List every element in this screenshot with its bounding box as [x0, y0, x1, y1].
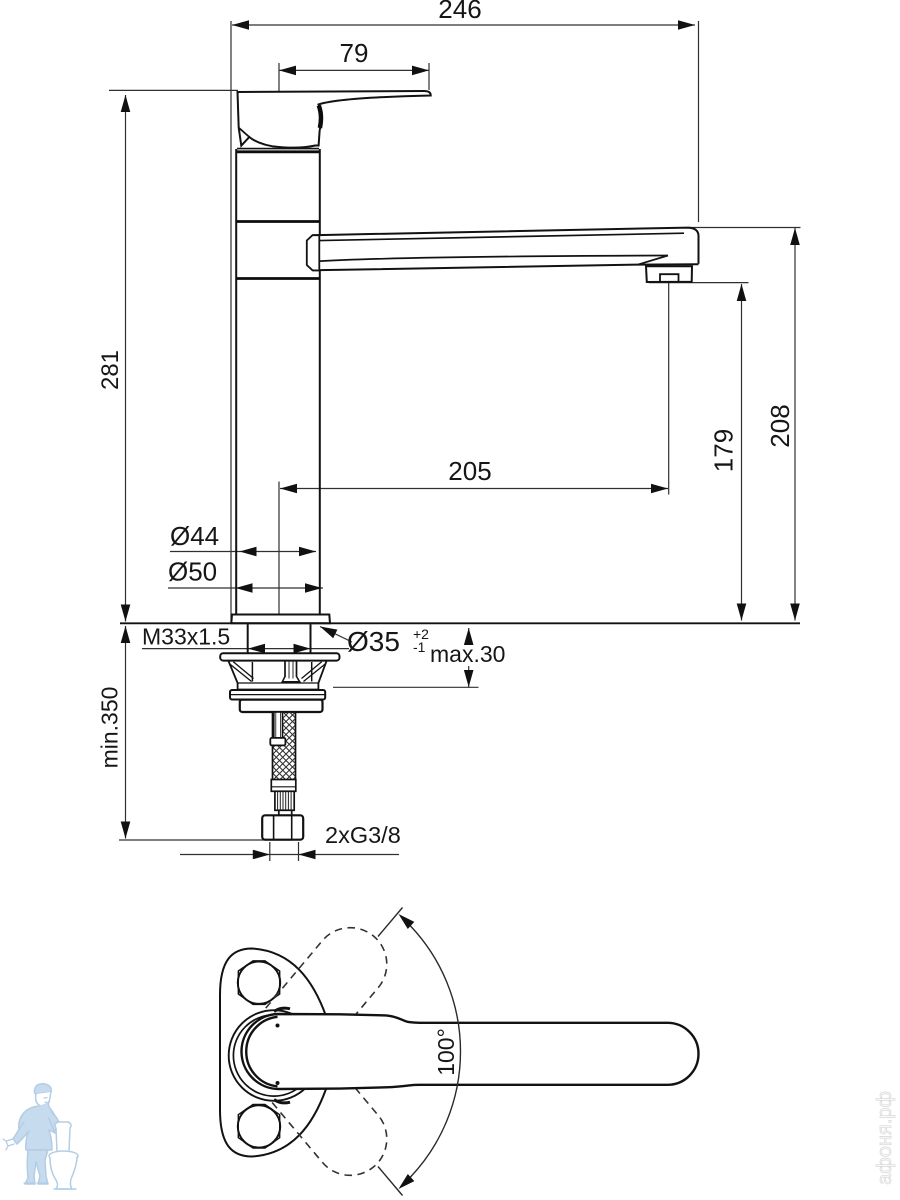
svg-text:+2: +2 — [413, 626, 429, 642]
svg-text:179: 179 — [709, 429, 739, 472]
svg-text:246: 246 — [438, 0, 481, 24]
svg-text:79: 79 — [340, 38, 369, 68]
svg-text:2xG3/8: 2xG3/8 — [325, 822, 401, 848]
svg-text:100°: 100° — [433, 1028, 459, 1076]
svg-text:205: 205 — [448, 456, 491, 486]
svg-text:min.350: min.350 — [97, 687, 123, 769]
svg-text:афоня.рф: афоня.рф — [874, 1091, 896, 1185]
svg-text:208: 208 — [765, 404, 795, 447]
svg-text:281: 281 — [97, 350, 124, 390]
svg-text:max.30: max.30 — [430, 641, 505, 667]
svg-text:Ø50: Ø50 — [168, 557, 217, 587]
svg-text:M33x1.5: M33x1.5 — [142, 624, 230, 650]
svg-text:-1: -1 — [413, 639, 426, 655]
svg-text:Ø44: Ø44 — [170, 521, 219, 551]
svg-text:Ø35: Ø35 — [347, 626, 400, 657]
